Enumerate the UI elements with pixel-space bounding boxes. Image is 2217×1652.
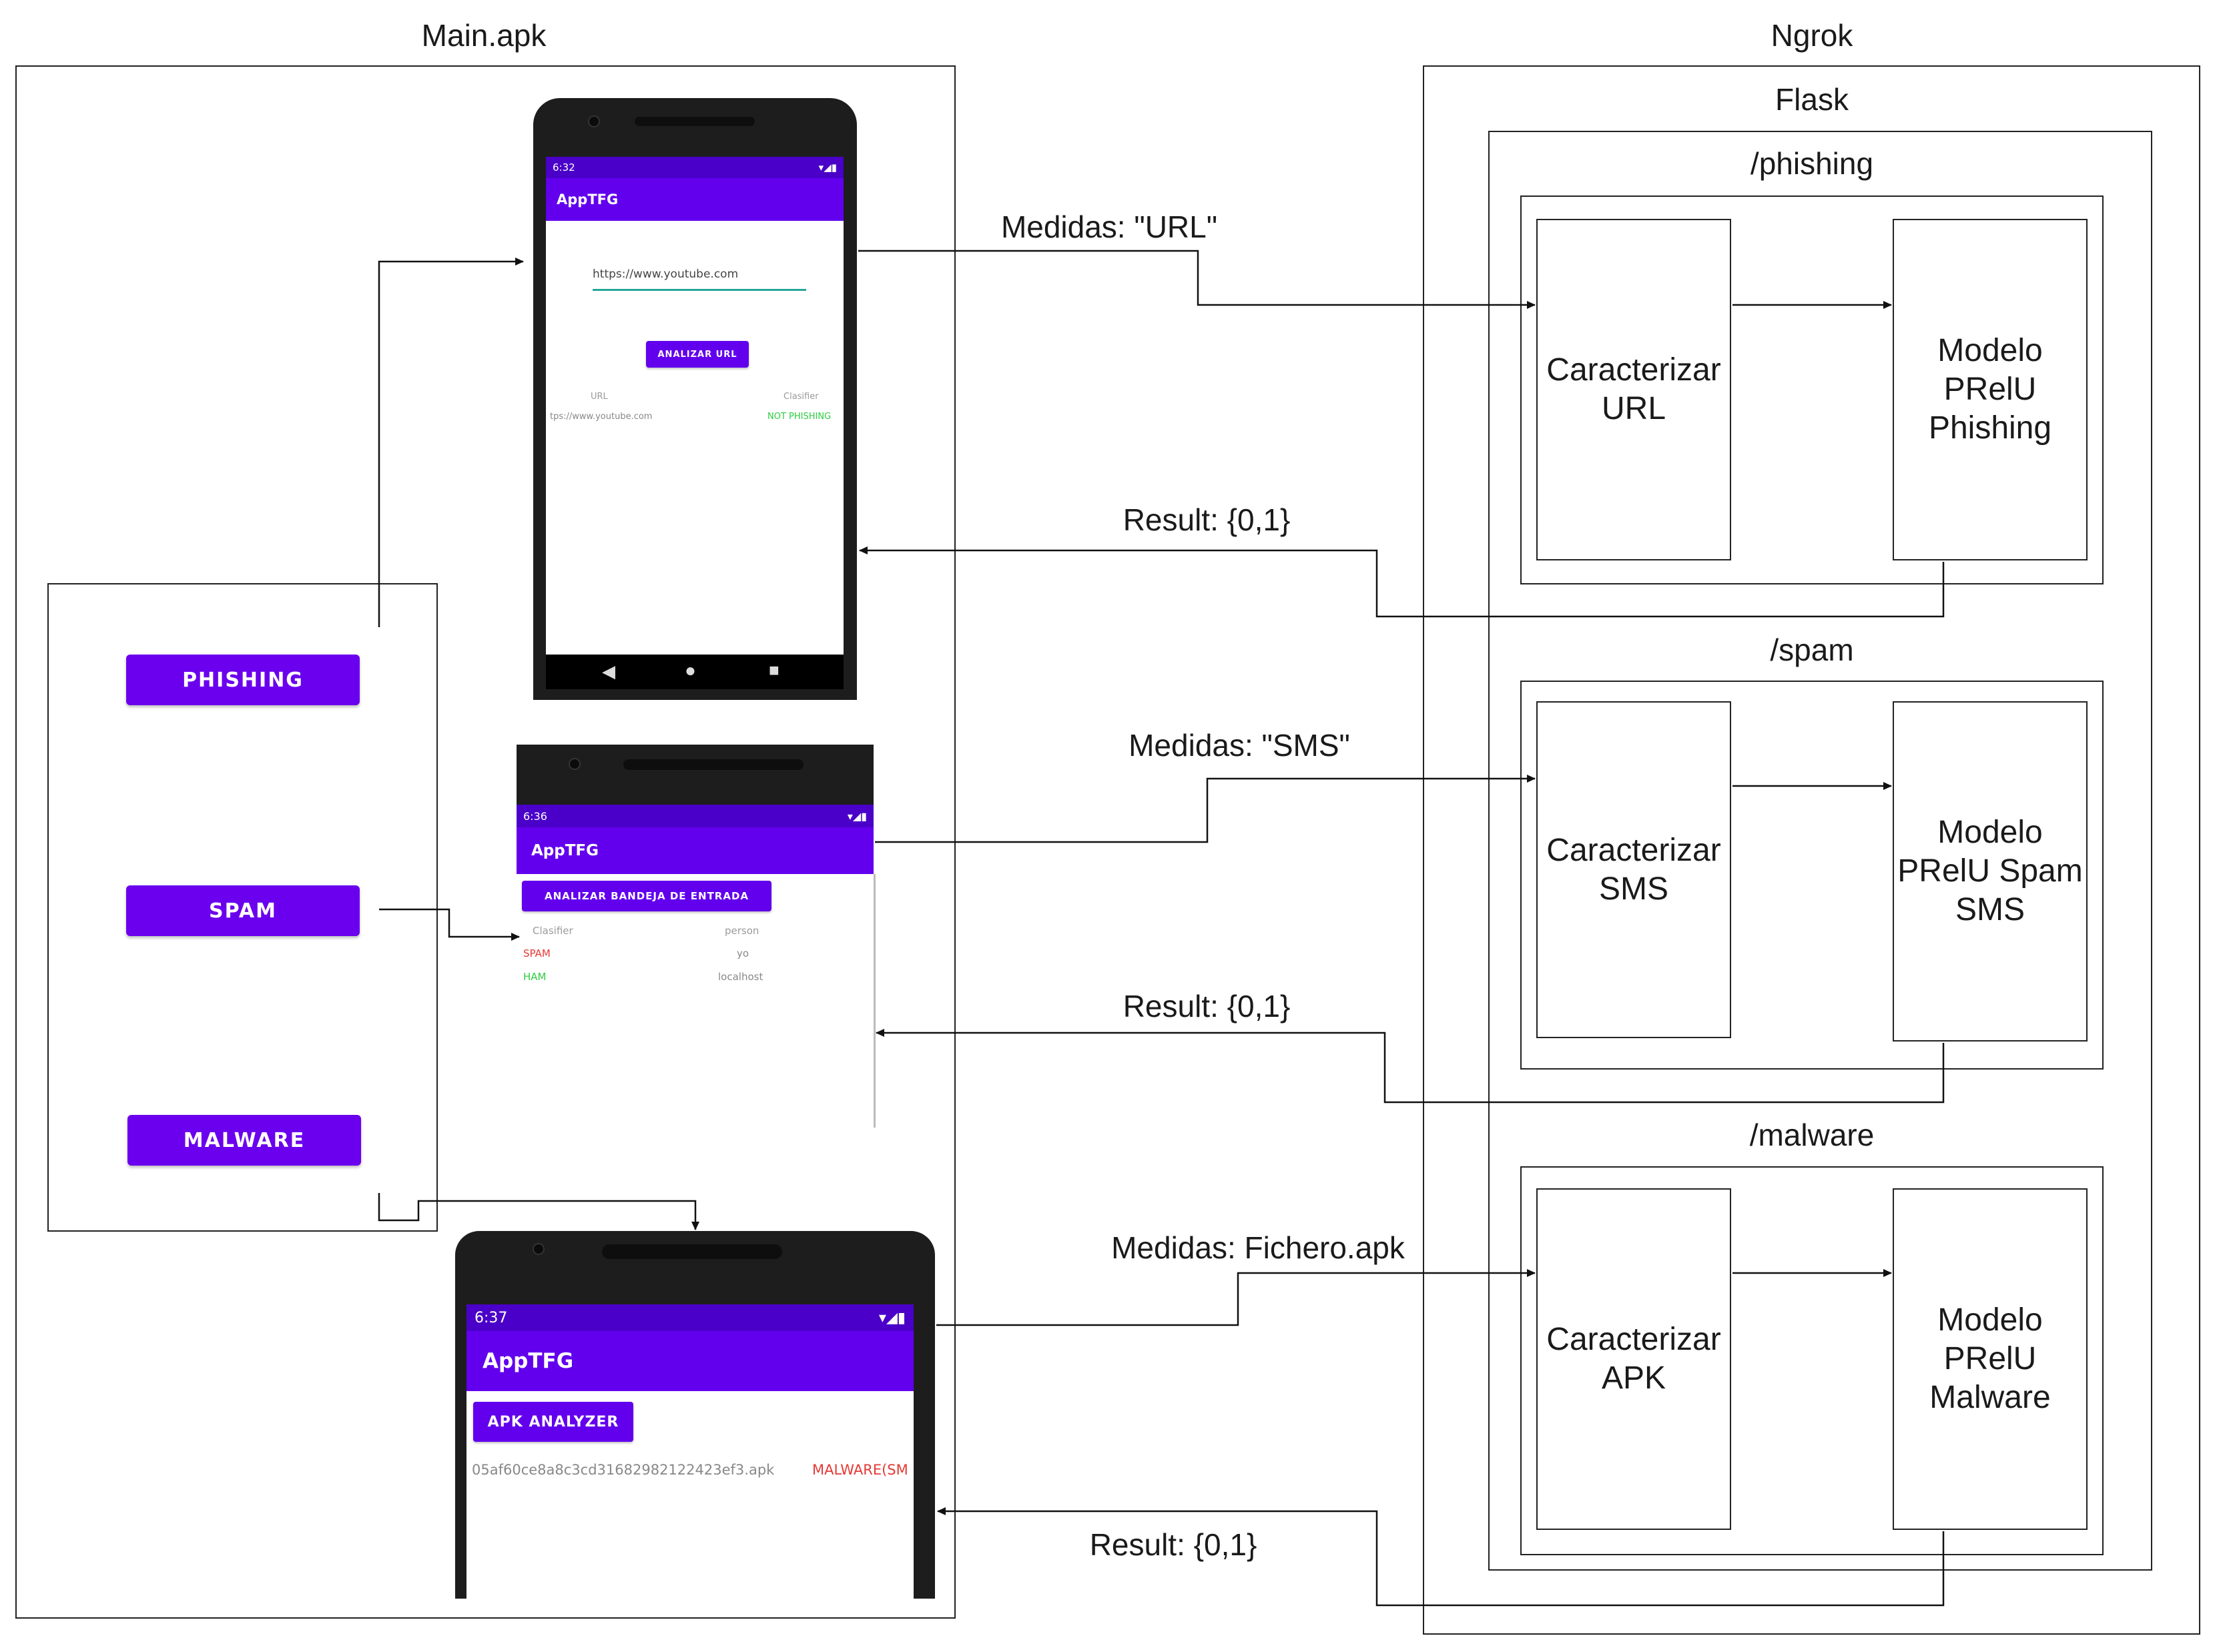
phishing-button[interactable]: PHISHING [126,655,360,705]
malware-endpoint-label: /malware [1749,1118,1875,1152]
phone-sms-screen [517,745,874,805]
row-phishing-result: NOT PHISHING [767,412,832,422]
speaker-grille-icon [602,1244,782,1259]
col-classifier-header: Clasifier [783,392,819,402]
camera-icon [588,115,600,127]
flask-label: Flask [1775,82,1849,117]
signal-battery-icon: ▾◢▮ [818,161,837,173]
apk-request-arrow [936,1269,1536,1326]
speaker-grille-icon [623,759,804,770]
row1-classifier: SPAM [523,947,551,959]
url-input[interactable]: https://www.youtube.com [593,268,739,281]
app-title: AppTFG [483,1349,574,1373]
status-time: 6:37 [474,1309,508,1326]
phishing-endpoint-box [1520,195,2104,584]
ngrok-label: Ngrok [1771,18,1853,53]
apk-file-name: 05af60ce8a8c3cd31682982122423ef3.apk [472,1462,775,1478]
apk-screen-body: APK ANALYZER 05af60ce8a8c3cd316829821224… [466,1391,914,1599]
modelo-phishing-node: Modelo PRelU Phishing [1893,219,2088,560]
url-result-label: Result: {0,1} [1120,502,1293,538]
signal-battery-icon: ▾◢▮ [847,809,867,823]
modelo-malware-node: Modelo PRelU Malware [1893,1188,2088,1530]
col-person-header: person [725,925,759,937]
speaker-grille-icon [635,117,755,126]
url-screen-body: https://www.youtube.com ANALIZAR URL URL… [546,221,844,655]
col-url-header: URL [591,392,608,402]
phishing-launch-arrow [378,258,524,627]
row1-person: yo [737,947,749,959]
status-bar: 6:32 ▾◢▮ [546,157,844,178]
nav-bar: ◀ ● ■ [546,655,844,689]
app-title: AppTFG [531,842,599,859]
modelo-spam-node: Modelo PRelU Spam SMS [1893,701,2088,1042]
sms-result-label: Result: {0,1} [1120,988,1293,1024]
camera-icon [533,1243,545,1255]
apk-status-bar: 6:37 ▾◢▮ [466,1304,914,1331]
signal-battery-icon: ▾◢▮ [878,1309,906,1326]
url-request-label: Medidas: "URL" [998,209,1221,245]
app-bar: AppTFG [546,178,844,221]
malware-endpoint-box [1520,1166,2104,1555]
analizar-bandeja-button[interactable]: ANALIZAR BANDEJA DE ENTRADA [522,881,771,911]
malware-button[interactable]: MALWARE [127,1115,361,1166]
phishing-endpoint-label: /phishing [1750,146,1874,181]
spam-button[interactable]: SPAM [126,885,360,936]
url-request-arrow [858,250,1536,309]
malware-launch-arrow [378,1193,699,1230]
sms-result-arrow [876,1029,1945,1104]
phone-url-screen: 6:32 ▾◢▮ AppTFG https://www.youtube.com … [533,98,857,700]
spam-endpoint-box [1520,681,2104,1070]
status-time: 6:36 [523,809,547,823]
ngrok-container [1423,65,2200,1635]
sms-app-bar: AppTFG [517,827,874,874]
apk-request-label: Medidas: Fichero.apk [1108,1230,1407,1266]
spam-launch-arrow [379,908,520,941]
sms-request-arrow [875,775,1536,843]
main-apk-label: Main.apk [421,18,547,53]
caracterizar-sms-node: Caracterizar SMS [1536,701,1731,1038]
flask-container [1488,131,2152,1571]
caracterizar-url-node: Caracterizar URL [1536,219,1731,560]
launcher-panel [47,583,438,1232]
url-input-underline [593,289,806,291]
apk-app-bar: AppTFG [466,1331,914,1391]
col-classifier-header: Clasifier [533,925,573,937]
app-title: AppTFG [557,191,619,208]
analizar-url-button[interactable]: ANALIZAR URL [646,341,749,368]
sms-screen-body: ANALIZAR BANDEJA DE ENTRADA Clasifier pe… [517,874,876,1128]
url-result-arrow [859,546,1945,618]
phone-apk-screen: 6:37 ▾◢▮ AppTFG APK ANALYZER 05af60ce8a8… [455,1231,935,1599]
spam-endpoint-label: /spam [1770,633,1854,667]
camera-icon [569,758,581,770]
apk-malware-result: MALWARE(SM [812,1462,908,1478]
sms-status-bar: 6:36 ▾◢▮ [517,805,874,827]
row2-person: localhost [718,971,763,983]
status-time: 6:32 [553,161,575,173]
back-icon[interactable]: ◀ [602,661,615,681]
row2-classifier: HAM [523,971,547,983]
sms-request-label: Medidas: "SMS" [1126,727,1353,763]
home-icon[interactable]: ● [685,660,696,681]
recents-icon[interactable]: ■ [769,660,779,680]
row-url-value: tps://www.youtube.com [550,412,653,422]
caracterizar-apk-node: Caracterizar APK [1536,1188,1731,1530]
apk-analyzer-button[interactable]: APK ANALYZER [473,1402,633,1442]
apk-result-arrow [937,1507,1945,1607]
apk-result-label: Result: {0,1} [1086,1527,1260,1563]
